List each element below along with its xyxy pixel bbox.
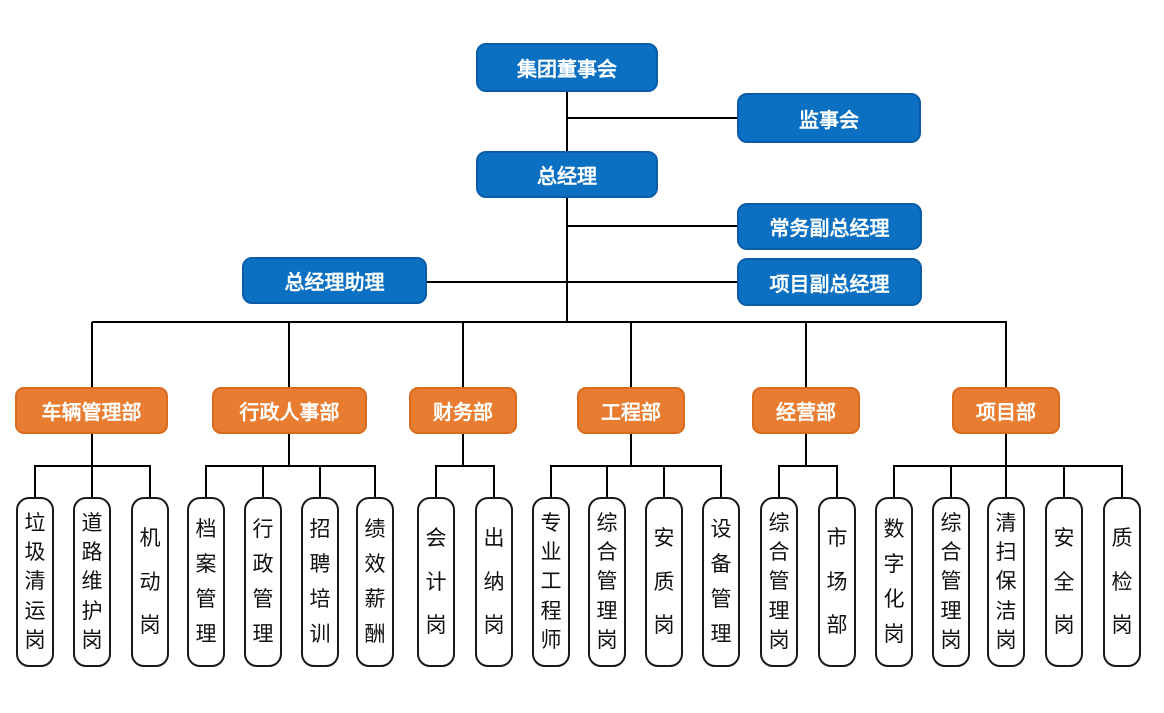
position-box: 绩效薪酬: [356, 497, 394, 667]
connector-line: [92, 321, 1007, 323]
connector-line: [262, 466, 264, 497]
position-box: 专业工程师: [532, 497, 570, 667]
position-box: 数字化岗: [875, 497, 913, 667]
connector-line: [663, 466, 665, 497]
node-gm-assistant: 总经理助理: [242, 257, 427, 304]
dept-finance: 财务部: [409, 387, 517, 434]
dept-label: 工程部: [601, 402, 661, 424]
connector-line: [630, 434, 632, 467]
connector-line: [720, 466, 722, 497]
position-box: 市场部: [818, 497, 856, 667]
node-supervisory-board: 监事会: [737, 93, 921, 143]
dept-label: 行政人事部: [239, 402, 340, 424]
connector-line: [435, 465, 495, 467]
position-box: 质检岗: [1103, 497, 1141, 667]
connector-line: [374, 466, 376, 497]
connector-line: [288, 322, 290, 387]
dept-admin-hr: 行政人事部: [212, 387, 367, 434]
connector-line: [435, 466, 437, 497]
connector-line: [34, 466, 36, 497]
position-box: 清扫保洁岗: [987, 497, 1025, 667]
connector-line: [836, 466, 838, 497]
connector-line: [805, 434, 807, 467]
dept-label: 项目部: [976, 402, 1036, 424]
connector-line: [630, 322, 632, 387]
position-box: 会计岗: [417, 497, 455, 667]
dept-engineering: 工程部: [577, 387, 685, 434]
connector-line: [205, 465, 376, 467]
position-box: 出纳岗: [475, 497, 513, 667]
position-box: 综合管理岗: [932, 497, 970, 667]
connector-line: [462, 434, 464, 467]
connector-line: [1063, 466, 1065, 497]
connector-line: [91, 434, 93, 467]
connector-line: [427, 281, 737, 283]
node-label: 总经理: [537, 166, 597, 188]
position-box: 设备管理: [702, 497, 740, 667]
dept-label: 经营部: [776, 402, 836, 424]
connector-line: [91, 466, 93, 497]
connector-line: [1005, 322, 1007, 387]
node-label: 常务副总经理: [769, 218, 890, 240]
connector-line: [91, 322, 93, 387]
connector-line: [1005, 466, 1007, 497]
node-project-deputy-gm: 项目副总经理: [737, 258, 922, 306]
node-label: 集团董事会: [517, 59, 617, 81]
connector-line: [566, 92, 568, 152]
connector-line: [149, 466, 151, 497]
position-box: 综合管理岗: [760, 497, 798, 667]
position-box: 安质岗: [645, 497, 683, 667]
connector-line: [805, 322, 807, 387]
connector-line: [893, 465, 1123, 467]
position-box: 档案管理: [187, 497, 225, 667]
connector-line: [462, 322, 464, 387]
node-label: 监事会: [799, 109, 859, 132]
connector-line: [205, 466, 207, 497]
position-box: 机动岗: [131, 497, 169, 667]
dept-label: 财务部: [433, 402, 493, 424]
connector-line: [1005, 434, 1007, 467]
node-general-manager: 总经理: [476, 151, 658, 198]
position-box: 道路维护岗: [73, 497, 111, 667]
connector-line: [778, 465, 838, 467]
node-label: 总经理助理: [284, 272, 385, 294]
dept-label: 车辆管理部: [41, 402, 142, 424]
connector-line: [566, 198, 568, 323]
node-label: 项目副总经理: [769, 273, 890, 296]
connector-line: [778, 466, 780, 497]
node-group-board: 集团董事会: [476, 43, 658, 92]
dept-operations: 经营部: [752, 387, 860, 434]
connector-line: [566, 117, 737, 119]
dept-project: 项目部: [952, 387, 1060, 434]
connector-line: [550, 465, 722, 467]
connector-line: [319, 466, 321, 497]
connector-line: [550, 466, 552, 497]
connector-line: [493, 466, 495, 497]
dept-vehicle-management: 车辆管理部: [15, 387, 168, 434]
connector-line: [288, 434, 290, 467]
connector-line: [606, 466, 608, 497]
position-box: 招聘培训: [301, 497, 339, 667]
position-box: 综合管理岗: [588, 497, 626, 667]
node-executive-deputy-gm: 常务副总经理: [737, 203, 922, 250]
connector-line: [950, 466, 952, 497]
position-box: 行政管理: [244, 497, 282, 667]
position-box: 安全岗: [1045, 497, 1083, 667]
connector-line: [566, 225, 737, 227]
position-box: 垃圾清运岗: [16, 497, 54, 667]
connector-line: [893, 466, 895, 497]
connector-line: [1121, 466, 1123, 497]
